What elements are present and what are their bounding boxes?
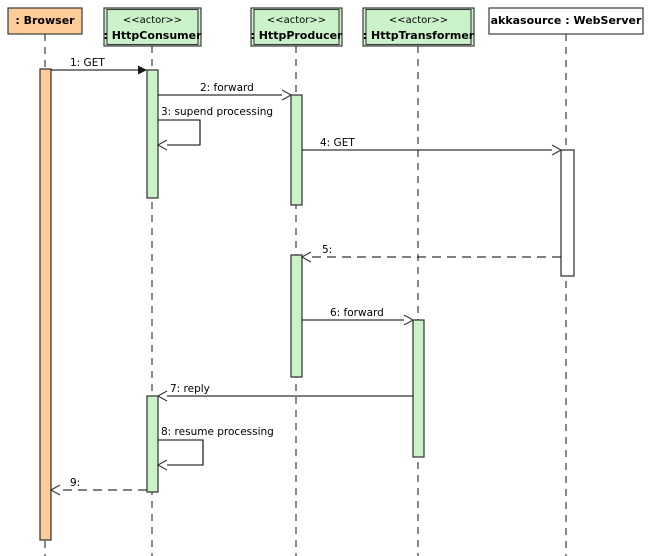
message-6: 6: forward <box>302 307 415 326</box>
message-8: 8: resume processing <box>156 426 274 471</box>
participant-stereotype-httpproducer: <<actor>> <box>267 15 326 26</box>
lifelines-layer <box>44 34 567 556</box>
arrowhead-6 <box>403 314 415 326</box>
messages-layer: 1: GET 2: forward 3: supend processing 4: G… <box>49 57 563 496</box>
arrowhead-2 <box>281 89 293 101</box>
activation-bar-httpproducer <box>290 94 303 206</box>
activation-bar-httpconsumer <box>146 395 159 493</box>
message-2: 2: forward <box>158 82 293 101</box>
message-label-9: 9: <box>70 477 80 489</box>
arrowhead-7 <box>156 390 168 402</box>
message-label-3: 3: supend processing <box>161 106 273 118</box>
participant-box-webserver[interactable]: akkasource : WebServer <box>488 7 644 35</box>
participant-stereotype-httptransformer: <<actor>> <box>389 15 448 26</box>
activation-bar-httpproducer <box>290 254 303 378</box>
arrowhead-5 <box>300 251 312 263</box>
arrowhead-1 <box>138 65 147 75</box>
arrowhead-8 <box>156 459 168 471</box>
message-label-7: 7: reply <box>170 383 210 395</box>
participant-inner-border-httpconsumer <box>106 8 199 46</box>
participant-stereotype-httpconsumer: <<actor>> <box>123 15 182 26</box>
activation-bar-webserver <box>560 149 575 277</box>
message-label-6: 6: forward <box>330 307 384 319</box>
activation-bars-layer <box>39 68 575 541</box>
message-label-2: 2: forward <box>200 82 254 94</box>
participant-name-browser: : Browser <box>15 14 75 27</box>
participant-box-browser[interactable]: : Browser <box>7 7 83 35</box>
arrowhead-9 <box>49 484 61 496</box>
participant-box-rect-httpproducer[interactable] <box>250 7 343 47</box>
participant-box-rect-httpconsumer[interactable] <box>103 7 202 47</box>
participant-boxes-layer: : Browser<<actor>>: HttpConsumer<<actor>… <box>7 7 644 47</box>
participant-name-httpproducer: : HttpProducer <box>251 29 344 42</box>
participant-box-httpproducer[interactable]: <<actor>> : HttpProducer <box>250 7 344 47</box>
participant-box-httptransformer[interactable]: <<actor>> : HttpTransformer <box>362 7 475 47</box>
participant-name-webserver: akkasource : WebServer <box>491 14 642 27</box>
activation-bar-httptransformer <box>412 319 425 458</box>
message-1: 1: GET <box>51 57 147 75</box>
participant-box-rect-httptransformer[interactable] <box>362 7 475 47</box>
message-label-5: 5: <box>322 244 332 256</box>
participant-name-httpconsumer: : HttpConsumer <box>103 29 202 42</box>
participant-box-rect-webserver[interactable] <box>488 7 644 35</box>
participant-name-httptransformer: : HttpTransformer <box>363 29 475 42</box>
activation-bar-httpconsumer <box>146 69 159 199</box>
message-5: 5: <box>300 244 561 263</box>
participant-inner-border-httptransformer <box>365 8 472 46</box>
message-9: 9: <box>49 477 147 496</box>
message-label-8: 8: resume processing <box>161 426 274 438</box>
message-label-4: 4: GET <box>320 137 355 149</box>
message-3: 3: supend processing <box>156 106 273 151</box>
activation-bar-browser <box>39 68 52 541</box>
message-7: 7: reply <box>156 383 413 402</box>
message-line-3 <box>158 119 201 146</box>
participant-inner-border-httpproducer <box>253 8 340 46</box>
participant-box-httpconsumer[interactable]: <<actor>> : HttpConsumer <box>103 7 202 47</box>
arrowhead-3 <box>156 139 168 151</box>
message-line-8 <box>158 439 204 466</box>
message-4: 4: GET <box>302 137 563 156</box>
message-label-1: 1: GET <box>70 57 105 69</box>
participant-box-rect-browser[interactable] <box>7 7 83 35</box>
arrowhead-4 <box>551 144 563 156</box>
